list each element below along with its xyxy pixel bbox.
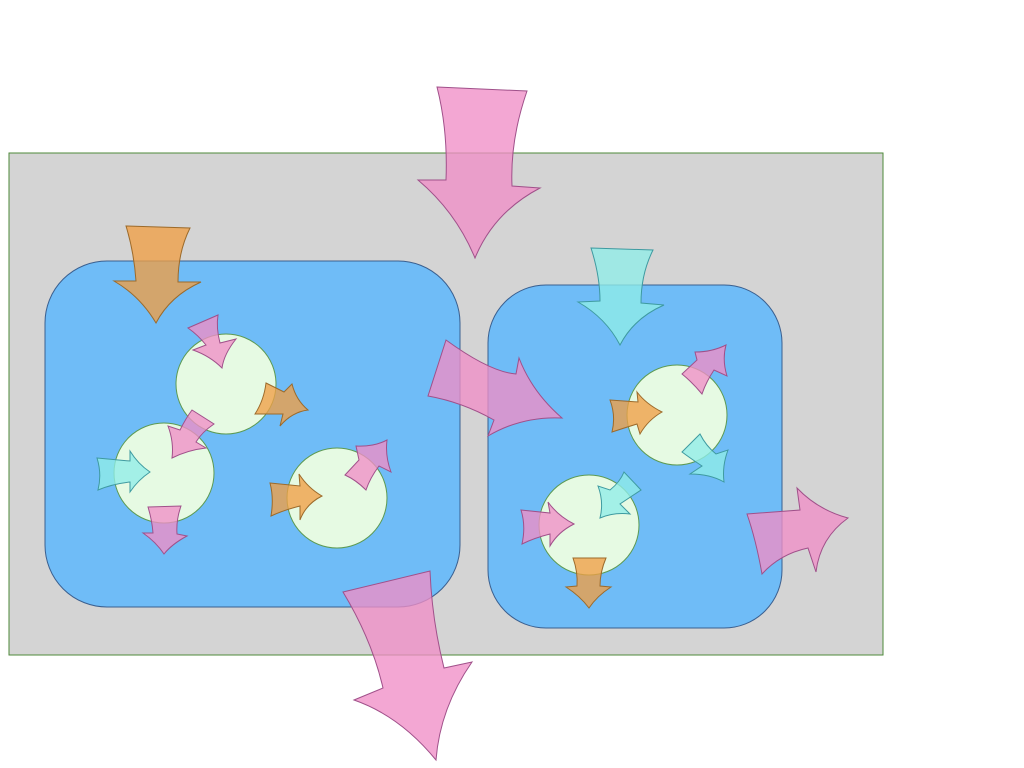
arrow-orange-small-2	[269, 473, 324, 521]
arrow-pink-big-middle	[427, 339, 564, 438]
arrow-pink-small-2	[167, 409, 215, 459]
arrow-orange-big-left	[112, 225, 202, 325]
arrow-pink-big-right	[746, 486, 850, 576]
arrow-pink-small-3	[141, 505, 189, 555]
arrow-pink-small-1	[186, 314, 238, 370]
compartment-right	[487, 284, 783, 629]
arrow-pink-small-4	[344, 439, 392, 491]
arrow-pink-small-6	[520, 501, 576, 548]
compartment-left	[44, 260, 461, 608]
arrow-orange-small-4	[564, 557, 613, 609]
arrow-layer	[96, 86, 850, 762]
arrow-cyan-small-2	[681, 433, 729, 483]
arrow-pink-small-5	[681, 344, 728, 396]
arrow-pink-big-bottom	[342, 570, 474, 762]
arrow-pink-big-top	[416, 86, 542, 260]
arrow-cyan-small-1	[96, 449, 151, 494]
arrow-cyan-big-right	[576, 247, 665, 347]
arrow-orange-small-1	[254, 382, 310, 427]
arrow-cyan-small-3	[597, 471, 642, 519]
node-left-top	[175, 333, 277, 435]
arrow-orange-small-3	[609, 390, 664, 436]
